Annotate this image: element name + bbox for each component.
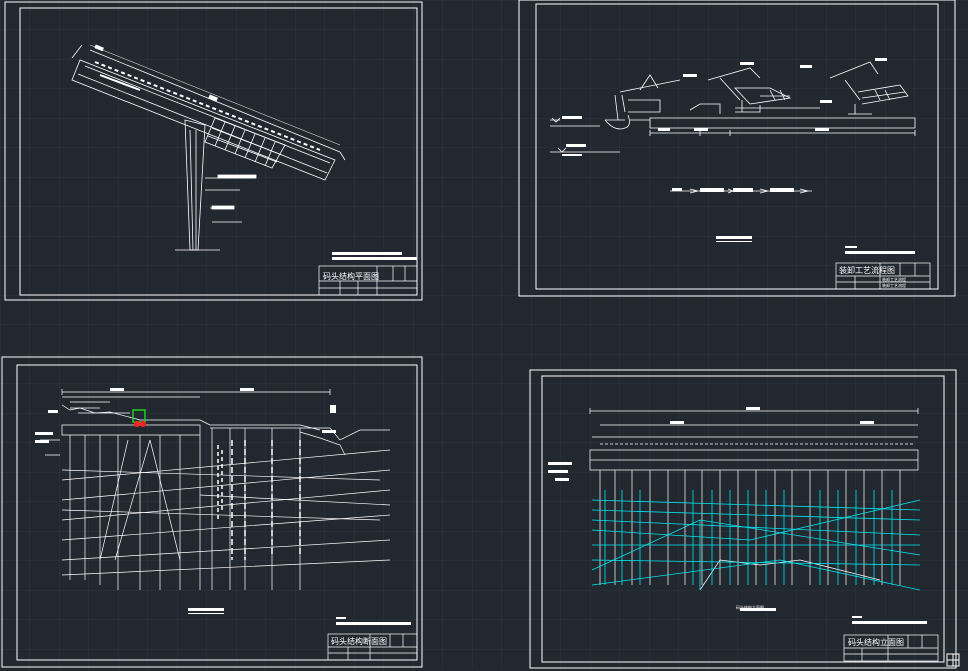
process-subtitle-2: 装卸工艺流程: [882, 282, 906, 288]
sheet-process-outer-border: [518, 0, 956, 297]
sheet-section-inner-border: [16, 364, 418, 661]
process-drawing: [550, 58, 916, 242]
sheet-process[interactable]: [518, 0, 956, 297]
sheet-elevation-outer-border: [529, 369, 957, 669]
elevation-cyan-layers: [591, 490, 921, 591]
sheet-section[interactable]: [1, 356, 423, 668]
elevation-caption: 码头结构立面图: [736, 604, 764, 610]
section-title-block: [327, 617, 418, 661]
plan-title: 码头结构平面图: [323, 271, 379, 281]
sheet-plan-inner-border: [19, 7, 418, 296]
plan-title-block: [318, 252, 418, 296]
process-title: 装卸工艺流程图: [839, 265, 895, 275]
section-marker-red: [134, 421, 140, 427]
ucs-icon[interactable]: [946, 652, 960, 667]
process-subtitle-1: 装卸工艺流程: [882, 276, 906, 282]
elevation-drawing: [548, 407, 919, 591]
ucs-icon-graphic: [946, 653, 960, 667]
process-title-block: [835, 246, 931, 290]
section-marker-red-2: [140, 421, 146, 427]
elevation-title-block: [740, 608, 939, 662]
sheet-elevation-inner-border: [541, 375, 945, 663]
sheet-section-outer-border: [1, 356, 423, 668]
sheet-plan-outer-border: [4, 1, 423, 301]
section-title: 码头结构断面图: [331, 636, 387, 646]
elevation-title: 码头结构立面图: [848, 637, 904, 647]
sheet-plan[interactable]: [4, 1, 423, 301]
plan-drawing: [71, 44, 346, 251]
section-drawing: [35, 388, 391, 614]
sheet-process-inner-border: [535, 3, 939, 290]
sheet-elevation[interactable]: [529, 369, 957, 669]
